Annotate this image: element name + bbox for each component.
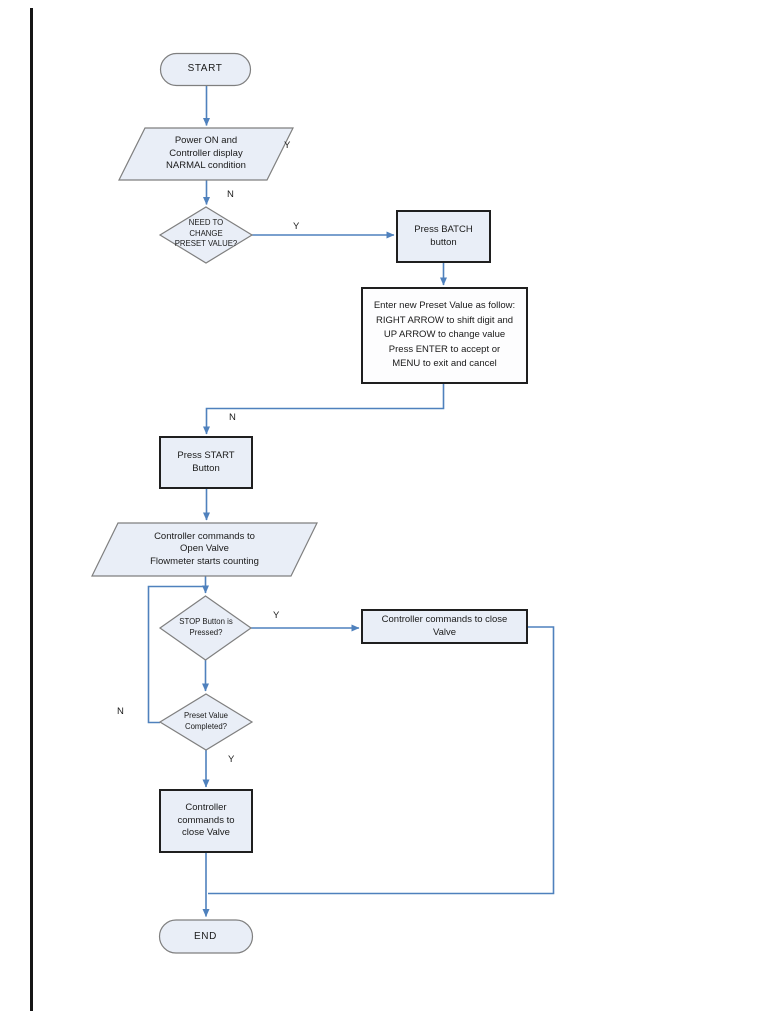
press-batch-process-shape: [396, 210, 491, 263]
page-edge-artifact: [30, 8, 33, 1011]
stop-pressed-decision-shape: [158, 595, 253, 661]
preset-done-decision-shape: [158, 693, 254, 751]
connector-closevalve-merge: [208, 626, 555, 895]
close-valve-right-process-shape: [361, 609, 528, 644]
power-on-io-shape: [118, 127, 294, 181]
need-change-decision-shape: [158, 206, 254, 264]
enter-preset-process-shape: [361, 287, 528, 384]
end-terminal-shape: [158, 919, 254, 954]
connector-preset-n-loop: [147, 585, 205, 724]
start-terminal-shape: [159, 52, 252, 87]
press-start-process-shape: [159, 436, 253, 489]
connector-note-to-pressstart: [203, 383, 445, 435]
close-valve-main-process-shape: [159, 789, 253, 853]
open-valve-io-shape: [91, 522, 318, 577]
